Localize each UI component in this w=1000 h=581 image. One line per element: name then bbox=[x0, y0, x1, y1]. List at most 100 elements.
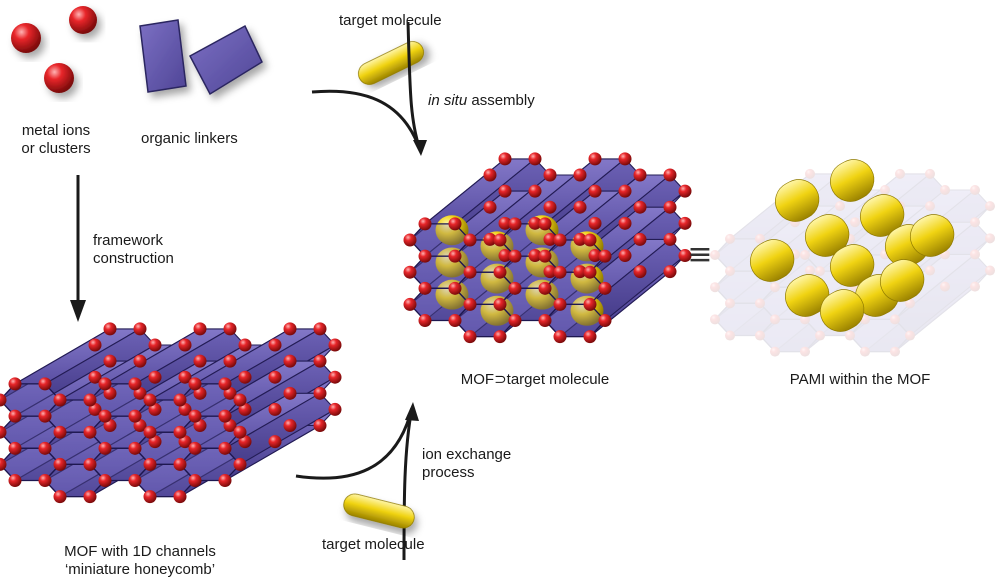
metal-node bbox=[233, 457, 247, 471]
metal-node bbox=[218, 409, 232, 423]
metal-node bbox=[598, 281, 612, 295]
pami-assembly bbox=[710, 159, 995, 357]
metal-node bbox=[925, 201, 935, 212]
metal-node bbox=[83, 457, 97, 471]
metal-node bbox=[88, 370, 102, 384]
metal-node bbox=[725, 266, 735, 277]
metal-node bbox=[448, 217, 462, 231]
metal-node bbox=[498, 216, 512, 230]
metal-node bbox=[313, 419, 327, 433]
metal-node bbox=[588, 152, 602, 166]
metal-node bbox=[493, 297, 507, 311]
metal-node bbox=[985, 201, 995, 212]
metal-node bbox=[38, 441, 52, 455]
metal-node bbox=[128, 409, 142, 423]
metal-node bbox=[598, 314, 612, 328]
equivalent-symbol: ≡ bbox=[687, 237, 712, 272]
pami-capsule bbox=[830, 159, 875, 202]
metal-node bbox=[508, 217, 522, 231]
pami-capsule bbox=[880, 259, 925, 302]
metal-node bbox=[218, 377, 232, 391]
metal-node bbox=[970, 184, 980, 195]
target-molecule-rod-bottom bbox=[343, 493, 415, 529]
metal-node bbox=[143, 425, 157, 439]
metal-node bbox=[583, 233, 597, 247]
metal-node bbox=[618, 249, 632, 263]
metal-node bbox=[850, 217, 860, 228]
metal-node bbox=[755, 330, 765, 341]
metal-node bbox=[528, 184, 542, 198]
metal-node bbox=[553, 297, 567, 311]
metal-node bbox=[483, 200, 497, 214]
mof-honeycomb-empty bbox=[0, 322, 342, 504]
metal-ion-sphere bbox=[11, 23, 41, 53]
metal-node bbox=[128, 474, 142, 488]
metal-node bbox=[223, 354, 237, 368]
metal-node bbox=[710, 282, 720, 293]
metal-node bbox=[800, 314, 810, 325]
metal-node bbox=[970, 217, 980, 228]
metal-node bbox=[508, 281, 522, 295]
metal-node bbox=[173, 393, 187, 407]
metal-node bbox=[188, 441, 202, 455]
metal-ions-label-line2: or clusters bbox=[21, 140, 91, 157]
metal-node bbox=[173, 425, 187, 439]
metal-node bbox=[98, 441, 112, 455]
metal-node bbox=[633, 168, 647, 182]
metal-node bbox=[313, 354, 327, 368]
metal-node bbox=[283, 354, 297, 368]
metal-node bbox=[618, 152, 632, 166]
metal-node bbox=[268, 338, 282, 352]
metal-node bbox=[403, 297, 417, 311]
metal-node bbox=[418, 281, 432, 295]
metal-node bbox=[98, 409, 112, 423]
metal-node bbox=[133, 354, 147, 368]
metal-node bbox=[543, 265, 557, 279]
metal-node bbox=[588, 184, 602, 198]
metal-node bbox=[38, 474, 52, 488]
metal-node bbox=[188, 474, 202, 488]
metal-node bbox=[218, 441, 232, 455]
metal-node bbox=[553, 265, 567, 279]
metal-node bbox=[483, 168, 497, 182]
metal-node bbox=[493, 265, 507, 279]
metal-node bbox=[448, 249, 462, 263]
metal-node bbox=[985, 265, 995, 276]
metal-node bbox=[193, 322, 207, 336]
in-situ-italic-text: in situ bbox=[428, 92, 468, 109]
metal-node bbox=[815, 266, 825, 277]
metal-node bbox=[805, 265, 815, 276]
metal-node bbox=[835, 201, 845, 212]
metal-node bbox=[663, 232, 677, 246]
metal-node bbox=[895, 168, 905, 179]
pami-capsule bbox=[775, 179, 820, 222]
metal-node bbox=[805, 168, 815, 179]
mof-loaded-label: MOF⊃target molecule bbox=[460, 371, 610, 388]
metal-node bbox=[143, 490, 157, 504]
metal-node bbox=[8, 409, 22, 423]
target-molecule-rod-top bbox=[358, 41, 424, 85]
metal-node bbox=[38, 377, 52, 391]
metal-node bbox=[528, 249, 542, 263]
metal-node bbox=[133, 322, 147, 336]
metal-node bbox=[573, 265, 587, 279]
organic-linker-block bbox=[139, 19, 187, 93]
metal-node bbox=[633, 200, 647, 214]
metal-node bbox=[493, 330, 507, 344]
metal-node bbox=[498, 249, 512, 263]
mof-channels-label-line1: MOF with 1D channels bbox=[64, 543, 216, 560]
metal-node bbox=[233, 425, 247, 439]
metal-node bbox=[483, 232, 497, 246]
metal-node bbox=[925, 265, 935, 276]
metal-node bbox=[328, 338, 342, 352]
metal-node bbox=[83, 393, 97, 407]
metal-node bbox=[143, 457, 157, 471]
metal-node bbox=[543, 232, 557, 246]
metal-node bbox=[890, 314, 900, 325]
metal-node bbox=[313, 322, 327, 336]
metal-node bbox=[83, 425, 97, 439]
metal-node bbox=[463, 297, 477, 311]
metal-node bbox=[755, 233, 765, 244]
metal-ions-label: metal ions or clusters bbox=[6, 122, 106, 158]
metal-node bbox=[970, 281, 980, 292]
